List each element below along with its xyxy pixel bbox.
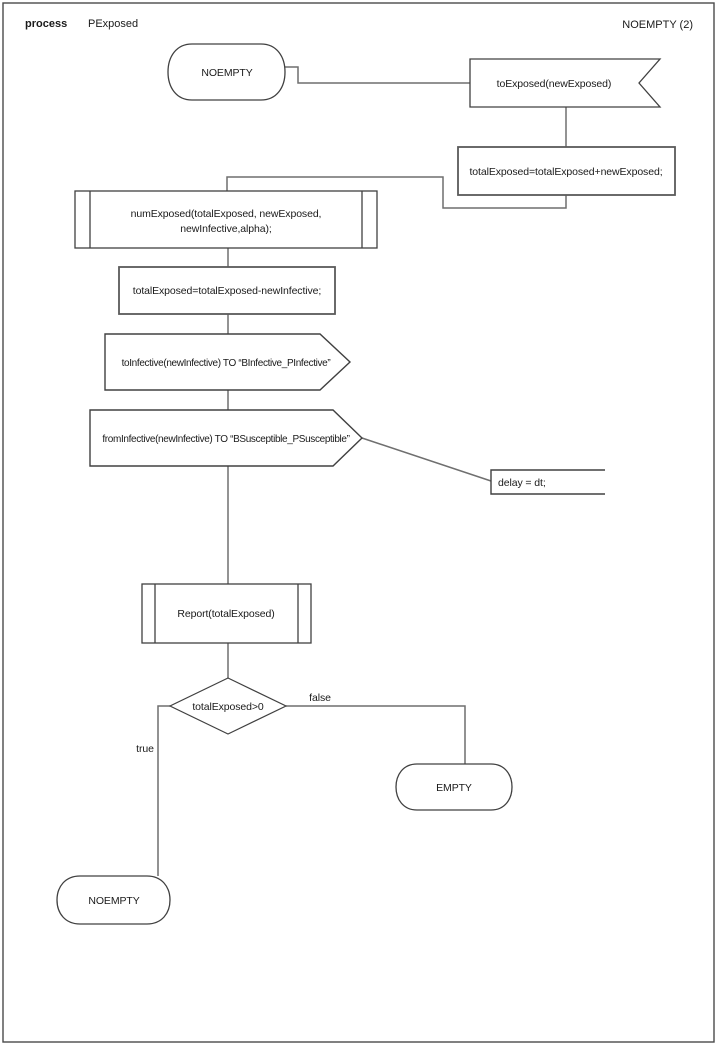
task-symbol-accumulate: totalExposed=totalExposed+newExposed; (457, 146, 676, 196)
output-frominfective-label: fromInfective(newInfective) TO “BSuscept… (102, 434, 349, 445)
branch-true-label: true (136, 743, 154, 755)
input-toexposed-shape (469, 58, 662, 108)
input-toexposed-label: toExposed(newExposed) (497, 78, 612, 90)
connector-output2-to-delay (361, 437, 492, 482)
input-symbol-toexposed: toExposed(newExposed) (469, 58, 662, 108)
connector-task-to-procedure (226, 176, 567, 209)
state-noempty-start-shape (167, 43, 286, 101)
task-delay-shape (490, 469, 605, 495)
output-toinfective-shape (104, 333, 352, 391)
output-symbol-toinfective: toInfective(newInfective) TO “BInfective… (104, 333, 352, 391)
connector-start-to-input (284, 66, 470, 84)
task-subtract-shape (118, 266, 336, 315)
task-delay-label: delay = dt; (498, 477, 546, 489)
procedure-symbol-report: Report(totalExposed) (141, 583, 312, 644)
task-accumulate-label: totalExposed=totalExposed+newExposed; (469, 166, 662, 178)
task-symbol-delay: delay = dt; (490, 469, 605, 495)
task-symbol-subtract: totalExposed=totalExposed-newInfective; (118, 266, 336, 315)
state-empty-label: EMPTY (436, 782, 472, 794)
state-noempty-end-label: NOEMPTY (88, 895, 139, 907)
branch-false-label: false (309, 692, 331, 704)
task-accumulate-shape (457, 146, 676, 196)
decision-symbol-totalexposed: totalExposed>0 (168, 677, 288, 735)
procedure-numexposed-label-line1: numExposed(totalExposed, newExposed, (131, 208, 322, 220)
procedure-report-label: Report(totalExposed) (177, 608, 274, 620)
state-symbol-noempty-start: NOEMPTY (167, 43, 286, 101)
state-noempty-start-label: NOEMPTY (201, 67, 252, 79)
task-subtract-label: totalExposed=totalExposed-newInfective; (133, 285, 321, 297)
state-empty-shape (395, 763, 513, 811)
output-frominfective-shape (89, 409, 364, 467)
state-symbol-noempty-end: NOEMPTY (56, 875, 171, 925)
process-keyword-label: process (25, 18, 67, 30)
procedure-symbol-numexposed: numExposed(totalExposed, newExposed, new… (74, 190, 378, 249)
connector-lines (157, 66, 567, 876)
decision-label: totalExposed>0 (192, 701, 264, 713)
procedure-numexposed-label-line2: newInfective,alpha); (180, 223, 271, 235)
state-symbol-empty: EMPTY (395, 763, 513, 811)
output-toinfective-label: toInfective(newInfective) TO “BInfective… (122, 358, 331, 369)
connector-true-branch (157, 705, 170, 876)
procedure-report-shape (141, 583, 312, 644)
procedure-numexposed-shape (74, 190, 378, 249)
decision-shape (168, 677, 288, 735)
process-name-label: PExposed (88, 18, 138, 30)
state-noempty-end-shape (56, 875, 171, 925)
page-number-label: NOEMPTY (2) (622, 19, 693, 31)
connector-false-branch (286, 705, 466, 764)
output-symbol-frominfective: fromInfective(newInfective) TO “BSuscept… (89, 409, 364, 467)
